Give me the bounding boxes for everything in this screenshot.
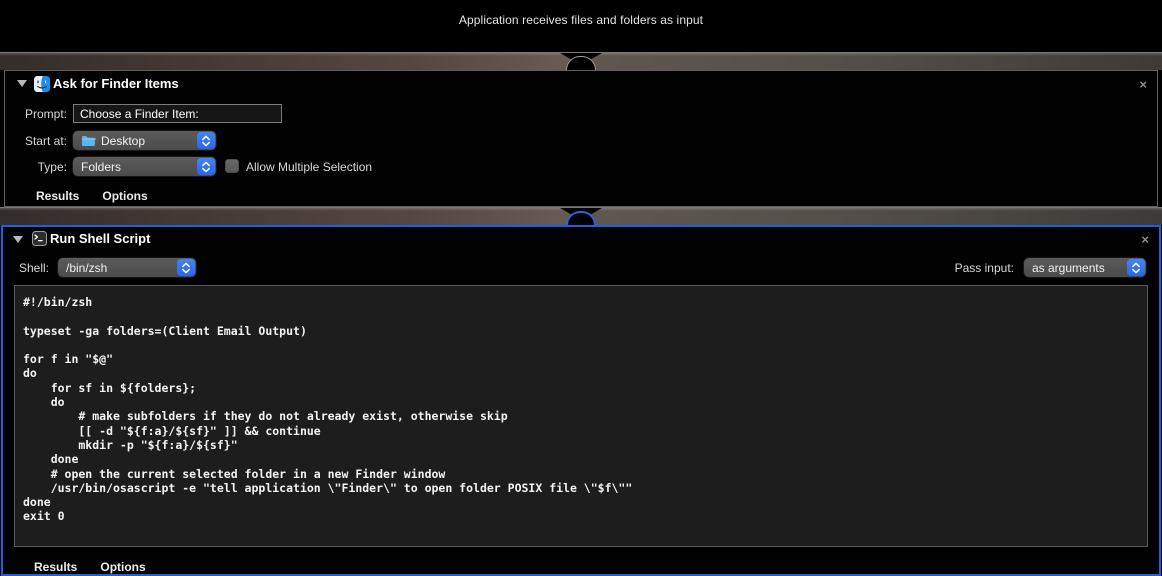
workflow-connector-middle xyxy=(0,207,1162,225)
prompt-input[interactable] xyxy=(73,104,282,123)
pass-input-value: as arguments xyxy=(1032,260,1105,275)
type-label: Type: xyxy=(37,160,67,174)
finder-app-icon xyxy=(34,76,50,92)
updown-chevrons-icon xyxy=(1127,259,1145,276)
workflow-input-caption: Application receives files and folders a… xyxy=(458,13,704,27)
shell-label: Shell: xyxy=(19,261,50,275)
action-run-shell-script: Run Shell Script × Shell: /bin/zsh Pass … xyxy=(1,225,1161,576)
start-at-dropdown[interactable]: Desktop xyxy=(73,131,216,150)
options-link[interactable]: Options xyxy=(102,189,148,203)
results-link[interactable]: Results xyxy=(36,189,80,203)
disclosure-triangle-icon[interactable] xyxy=(17,80,27,87)
prompt-label: Prompt: xyxy=(24,107,67,121)
close-action-button[interactable]: × xyxy=(1139,77,1147,92)
action-title: Run Shell Script xyxy=(50,231,151,246)
updown-chevrons-icon xyxy=(177,259,195,276)
updown-chevrons-icon xyxy=(197,158,215,175)
results-link[interactable]: Results xyxy=(34,560,78,574)
shell-script-editor[interactable]: #!/bin/zsh typeset -ga folders=(Client E… xyxy=(14,285,1148,547)
close-action-button[interactable]: × xyxy=(1141,232,1149,247)
type-value: Folders xyxy=(81,159,122,174)
disclosure-triangle-icon[interactable] xyxy=(13,236,23,243)
shell-script-text[interactable]: #!/bin/zsh typeset -ga folders=(Client E… xyxy=(23,295,633,524)
action-title: Ask for Finder Items xyxy=(53,76,179,91)
folder-icon xyxy=(81,135,96,147)
shell-dropdown[interactable]: /bin/zsh xyxy=(58,258,196,277)
allow-multiple-selection-checkbox[interactable] xyxy=(225,159,239,173)
pass-input-label: Pass input: xyxy=(954,261,1014,275)
allow-multiple-selection-label: Allow Multiple Selection xyxy=(246,160,373,174)
options-link[interactable]: Options xyxy=(100,560,146,574)
shell-value: /bin/zsh xyxy=(66,260,108,275)
pass-input-dropdown[interactable]: as arguments xyxy=(1024,258,1146,277)
updown-chevrons-icon xyxy=(197,132,215,149)
start-at-value: Desktop xyxy=(101,133,146,148)
start-at-label: Start at: xyxy=(24,134,67,148)
terminal-app-icon xyxy=(32,231,47,246)
action-ask-for-finder-items: Ask for Finder Items × Prompt: Start at:… xyxy=(4,70,1158,207)
workflow-connector-top xyxy=(0,52,1162,70)
type-dropdown[interactable]: Folders xyxy=(73,157,216,176)
